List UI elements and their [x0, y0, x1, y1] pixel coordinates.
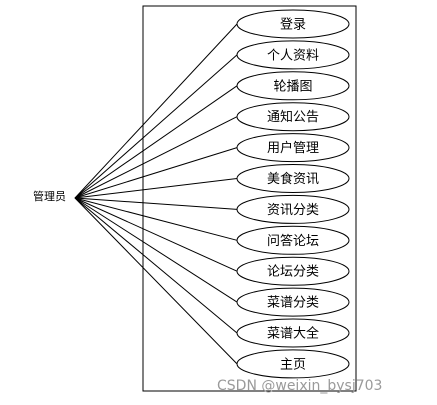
use-case: 登录 — [236, 9, 350, 39]
actor-label: 管理员 — [33, 189, 66, 203]
use-case-label: 论坛分类 — [267, 265, 319, 280]
use-case-ellipse — [236, 164, 350, 193]
association-line — [74, 197, 238, 303]
use-case: 美食资讯 — [236, 164, 350, 193]
use-case-ellipse — [236, 256, 350, 286]
association-line — [74, 178, 238, 199]
use-case-ellipse — [236, 9, 350, 39]
use-case-label: 个人资料 — [267, 48, 319, 63]
association-line — [74, 54, 238, 199]
use-case-ellipse — [236, 71, 350, 101]
use-case: 问答论坛 — [236, 225, 350, 255]
association-line — [74, 85, 238, 199]
use-case-label: 轮播图 — [273, 79, 312, 94]
association-line — [74, 197, 238, 334]
use-case-label: 问答论坛 — [267, 233, 319, 249]
watermark: CSDN @weixin_bysj703 — [217, 378, 382, 394]
use-case-label: 菜谱大全 — [267, 326, 319, 342]
use-case-ellipse — [236, 287, 350, 317]
use-case-label: 用户管理 — [267, 140, 319, 156]
use-case: 资讯分类 — [236, 194, 350, 224]
use-case-label: 资讯分类 — [267, 203, 319, 218]
use-case-label: 登录 — [280, 18, 306, 33]
use-case: 通知公告 — [236, 102, 350, 132]
use-case: 菜谱大全 — [236, 318, 350, 348]
use-case-ellipse — [236, 40, 350, 70]
use-case-label: 主页 — [280, 357, 306, 372]
use-case-ellipse — [236, 194, 350, 224]
use-case-label: 菜谱分类 — [267, 296, 319, 311]
association-line — [74, 197, 238, 272]
use-case: 用户管理 — [236, 133, 350, 163]
use-case: 主页 — [236, 349, 350, 379]
use-case: 个人资料 — [236, 40, 350, 70]
use-case: 轮播图 — [236, 71, 350, 101]
association-lines — [74, 23, 238, 365]
association-line — [74, 116, 238, 199]
use-case-ellipse — [236, 225, 350, 255]
use-case-label: 通知公告 — [267, 109, 319, 125]
use-case-ellipse — [236, 133, 350, 163]
use-case-ellipse — [236, 102, 350, 132]
use-case-label: 美食资讯 — [267, 171, 319, 187]
use-case: 论坛分类 — [236, 256, 350, 286]
use-case-ellipse — [236, 349, 350, 379]
use-case: 菜谱分类 — [236, 287, 350, 317]
association-line — [74, 23, 238, 199]
association-line — [74, 197, 238, 365]
system-boundary — [142, 5, 357, 392]
use-case-ellipse — [236, 318, 350, 348]
association-line — [74, 147, 238, 199]
association-line — [74, 197, 238, 210]
association-line — [74, 197, 238, 241]
use-case-group: 登录个人资料轮播图通知公告用户管理美食资讯资讯分类问答论坛论坛分类菜谱分类菜谱大… — [236, 9, 350, 379]
